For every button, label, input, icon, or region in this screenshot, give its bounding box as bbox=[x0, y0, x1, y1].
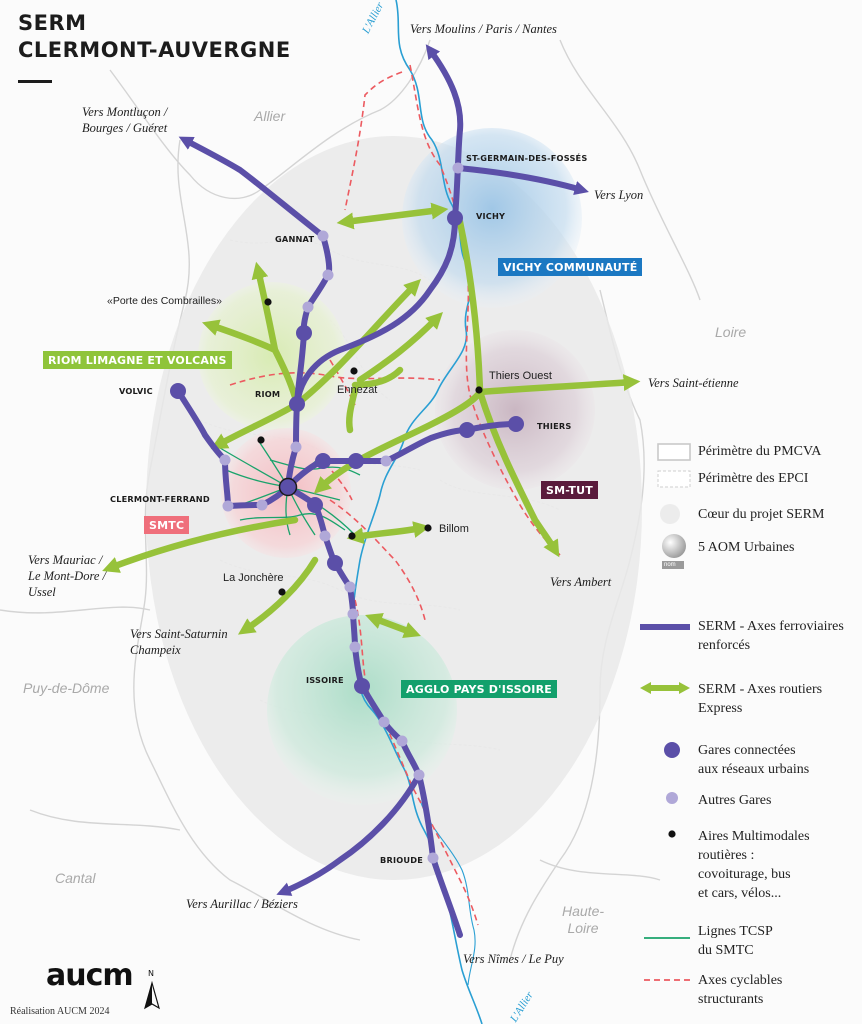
multimodal-areas bbox=[257, 298, 483, 596]
north-arrow-icon bbox=[144, 980, 160, 1010]
dept-label-allier: Allier bbox=[254, 108, 286, 124]
legend-gares-connectees: Gares connectées aux réseaux urbains bbox=[698, 743, 810, 777]
north-label: N bbox=[148, 969, 154, 978]
dest-nimes: Vers Nîmes / Le Puy bbox=[463, 952, 564, 966]
legend-pmcva: Périmètre du PMCVA bbox=[698, 444, 822, 459]
aucm-logo: aucm bbox=[46, 958, 134, 993]
road-express-axes bbox=[102, 202, 641, 638]
rail-stations bbox=[170, 162, 524, 864]
place-label-billom: Billom bbox=[439, 523, 469, 535]
dest-saint-etienne: Vers Saint-étienne bbox=[648, 376, 739, 390]
place-label-porte-combrailles: «Porte des Combrailles» bbox=[107, 295, 222, 307]
place-label-thiers-ouest: Thiers Ouest bbox=[489, 370, 552, 382]
station-label-vichy: VICHY bbox=[476, 211, 506, 221]
legend-autres-gares: Autres Gares bbox=[698, 793, 772, 808]
legend-cycle: Axes cyclables structurants bbox=[698, 973, 783, 1007]
station-label-brioude: BRIOUDE bbox=[380, 855, 423, 865]
dest-moulins: Vers Moulins / Paris / Nantes bbox=[410, 22, 557, 36]
department-boundaries bbox=[0, 39, 701, 961]
legend-aires: Aires Multimodales routières : covoitura… bbox=[698, 829, 810, 901]
dept-label-cantal: Cantal bbox=[55, 870, 96, 886]
legend-rail: SERM - Axes ferroviaires renforcés bbox=[698, 619, 844, 653]
station-label-issoire: ISSOIRE bbox=[306, 675, 344, 685]
dest-saint-saturnin: Vers Saint-Saturnin Champeix bbox=[130, 627, 228, 657]
footer-credit: Réalisation AUCM 2024 bbox=[10, 1006, 110, 1017]
legend-epci: Périmètre des EPCI bbox=[698, 471, 809, 486]
legend-symbols bbox=[640, 443, 691, 981]
aom-badge-vichy: VICHY COMMUNAUTÉ bbox=[498, 258, 643, 276]
station-label-riom: RIOM bbox=[255, 389, 281, 399]
station-label-gannat: GANNAT bbox=[275, 234, 315, 244]
legend-coeur-serm: Cœur du projet SERM bbox=[698, 507, 825, 522]
legend-road: SERM - Axes routiers Express bbox=[698, 682, 823, 716]
dest-aurillac: Vers Aurillac / Béziers bbox=[186, 897, 298, 911]
legend-aom-urbaines: 5 AOM Urbaines bbox=[698, 540, 795, 555]
dest-ambert: Vers Ambert bbox=[550, 575, 612, 589]
station-label-volvic: VOLVIC bbox=[119, 386, 153, 396]
dept-label-haute-loire: Haute- Loire bbox=[562, 903, 605, 936]
dest-montlucon: Vers Montluçon / Bourges / Guéret bbox=[82, 105, 168, 135]
place-label-ennezat: Ennezat bbox=[337, 384, 378, 396]
dept-label-loire: Loire bbox=[715, 324, 747, 340]
aom-area-thiers bbox=[435, 330, 595, 490]
aom-badge-sm-tut: SM-TUT bbox=[541, 481, 598, 499]
dest-lyon: Vers Lyon bbox=[594, 188, 644, 202]
title-line-1: SERM bbox=[18, 11, 87, 35]
place-label-la-jonchere: La Jonchère bbox=[223, 572, 284, 584]
dest-mauriac: Vers Mauriac / Le Mont-Dore / Ussel bbox=[28, 553, 106, 599]
aom-badge-smtc: SMTC bbox=[144, 516, 190, 534]
map-title: SERM CLERMONT-AUVERGNE bbox=[18, 10, 291, 64]
legend-aom-sample: nom bbox=[664, 562, 676, 568]
allier-tributary bbox=[419, 799, 476, 986]
station-label-clermont: CLERMONT-FERRAND bbox=[110, 494, 210, 504]
title-line-2: CLERMONT-AUVERGNE bbox=[18, 38, 291, 62]
station-label-thiers: THIERS bbox=[537, 421, 572, 431]
station-label-st-germain: ST-GERMAIN-DES-FOSSÉS bbox=[466, 153, 588, 163]
aom-badge-riom: RIOM LIMAGNE ET VOLCANS bbox=[43, 351, 232, 369]
legend-tcsp: Lignes TCSP du SMTC bbox=[698, 924, 773, 958]
dept-label-puy-de-dome: Puy-de-Dôme bbox=[23, 680, 110, 696]
title-rule bbox=[18, 80, 52, 83]
aom-badge-issoire: AGGLO PAYS D'ISSOIRE bbox=[401, 680, 557, 698]
